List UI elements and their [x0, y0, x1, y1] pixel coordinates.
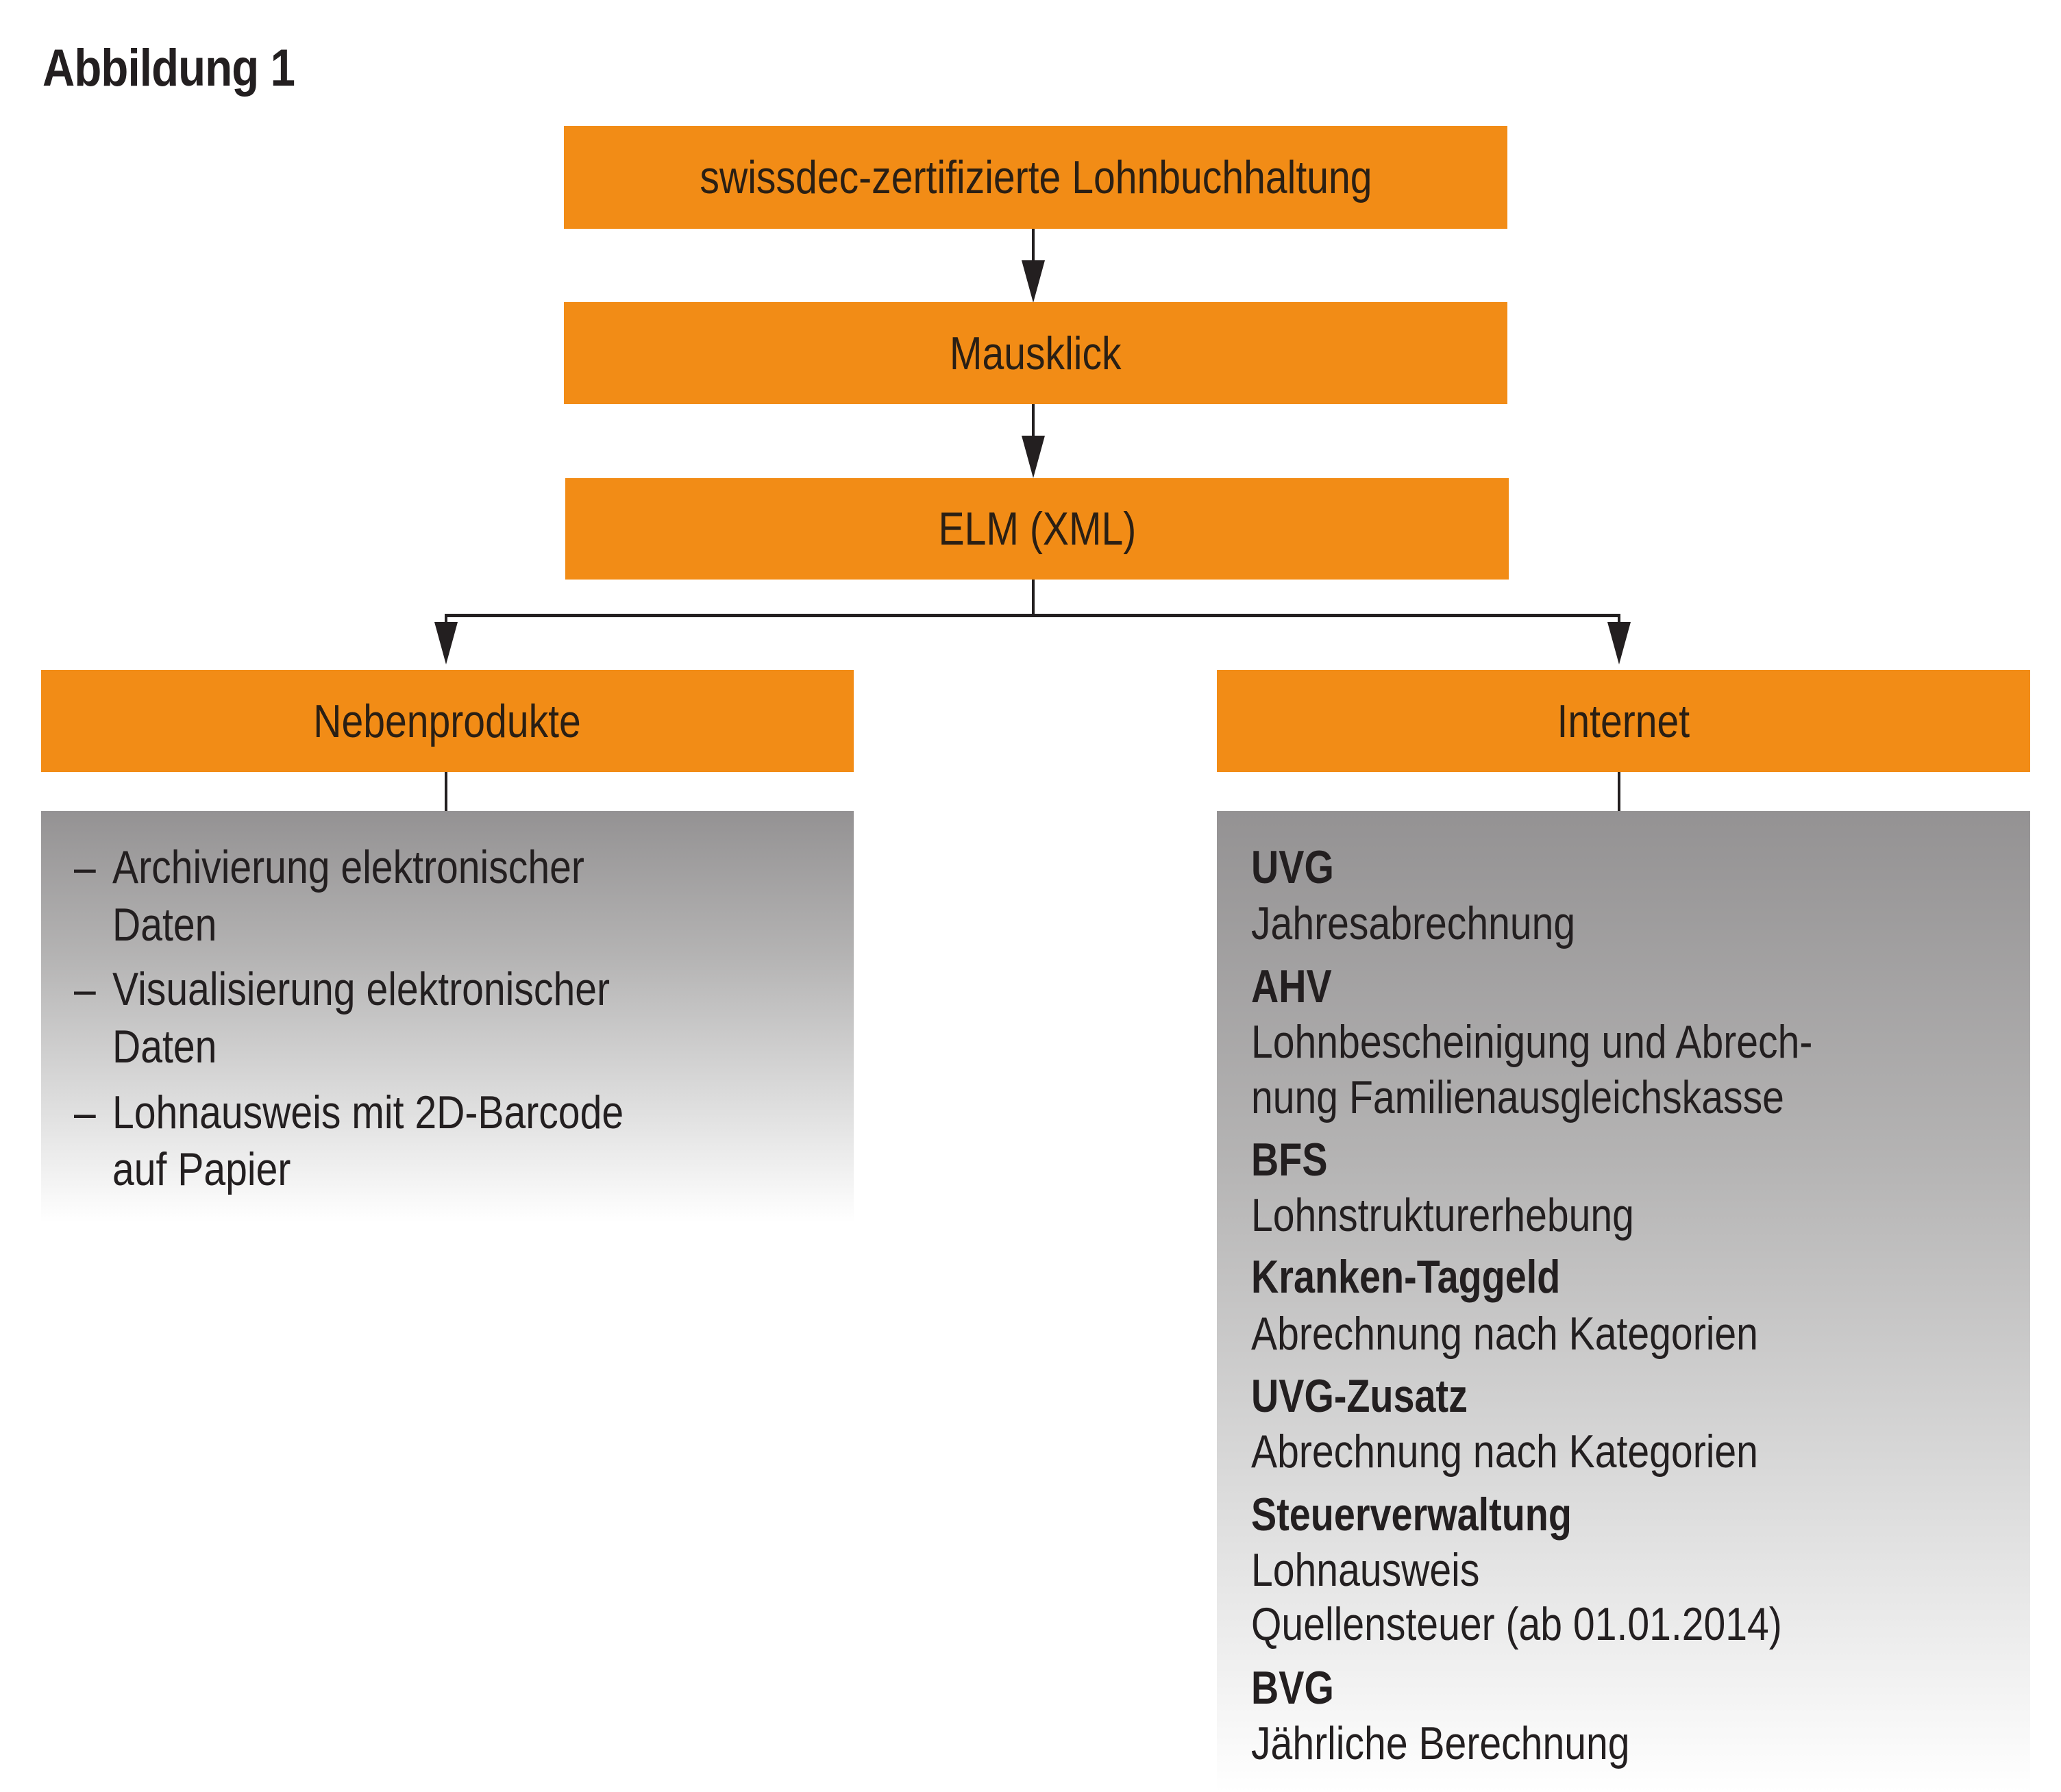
- entry-heading-uvg: UVG: [1251, 841, 1334, 893]
- entry-heading-ahv: AHV: [1251, 960, 1332, 1012]
- list-item-continued: Daten: [112, 899, 217, 951]
- internet-detail-panel: [1217, 811, 2030, 1792]
- connector-split-horizontal: [445, 614, 1620, 617]
- box-lohnbuchhaltung: swissdec-zertifizierte Lohnbuchhaltung: [564, 126, 1507, 229]
- entry-heading-bvg: BVG: [1251, 1662, 1334, 1714]
- entry-heading-kranken-taggeld: Kranken-Taggeld: [1251, 1251, 1561, 1303]
- figure-title: Abbildung 1: [42, 39, 295, 97]
- entry-line: Lohnausweis: [1251, 1544, 1480, 1596]
- arrow-down-icon: [1022, 260, 1045, 303]
- arrow-down-icon: [1607, 622, 1631, 664]
- entry-line: Lohnstrukturerhebung: [1251, 1189, 1634, 1241]
- entry-heading-uvg-zusatz: UVG-Zusatz: [1251, 1370, 1468, 1422]
- list-bullet: –: [74, 1086, 96, 1138]
- arrow-down-icon: [1022, 436, 1045, 478]
- arrow-down-icon: [434, 622, 458, 664]
- box-lohnbuchhaltung-label: swissdec-zertifizierte Lohnbuchhaltung: [699, 151, 1372, 203]
- box-mausklick: Mausklick: [564, 302, 1507, 404]
- connector-2: [1032, 404, 1035, 445]
- connector-right-detail: [1618, 772, 1620, 811]
- connector-1: [1032, 229, 1035, 270]
- list-item: Lohnausweis mit 2D-Barcode: [112, 1086, 624, 1138]
- nebenprodukte-detail-panel: [41, 811, 854, 1222]
- list-bullet: –: [74, 963, 96, 1015]
- connector-split-stem: [1032, 580, 1035, 617]
- entry-heading-bfs: BFS: [1251, 1134, 1328, 1186]
- box-elm-xml: ELM (XML): [565, 478, 1509, 580]
- list-item-continued: auf Papier: [112, 1143, 291, 1195]
- list-item: Visualisierung elektronischer: [112, 963, 610, 1015]
- box-internet: Internet: [1217, 670, 2030, 772]
- entry-line: Abrechnung nach Kategorien: [1251, 1308, 1758, 1360]
- connector-left-detail: [445, 772, 447, 811]
- entry-line: Lohnbescheinigung und Abrech-: [1251, 1016, 1813, 1068]
- box-nebenprodukte-label: Nebenprodukte: [313, 695, 582, 747]
- list-item: Archivierung elektronischer: [112, 841, 584, 893]
- entry-line: nung Familienausgleichskasse: [1251, 1071, 1784, 1123]
- list-bullet: –: [74, 841, 96, 893]
- box-internet-label: Internet: [1557, 695, 1690, 747]
- entry-heading-steuerverwaltung: Steuerverwaltung: [1251, 1489, 1572, 1541]
- box-elm-xml-label: ELM (XML): [938, 503, 1136, 555]
- entry-line: Jahresabrechnung: [1251, 897, 1576, 949]
- entry-line: Abrechnung nach Kategorien: [1251, 1426, 1758, 1478]
- entry-line: Quellensteuer (ab 01.01.2014): [1251, 1598, 1782, 1650]
- box-nebenprodukte: Nebenprodukte: [41, 670, 854, 772]
- box-mausklick-label: Mausklick: [950, 327, 1122, 379]
- list-item-continued: Daten: [112, 1021, 217, 1073]
- entry-line: Jährliche Berechnung: [1251, 1717, 1630, 1769]
